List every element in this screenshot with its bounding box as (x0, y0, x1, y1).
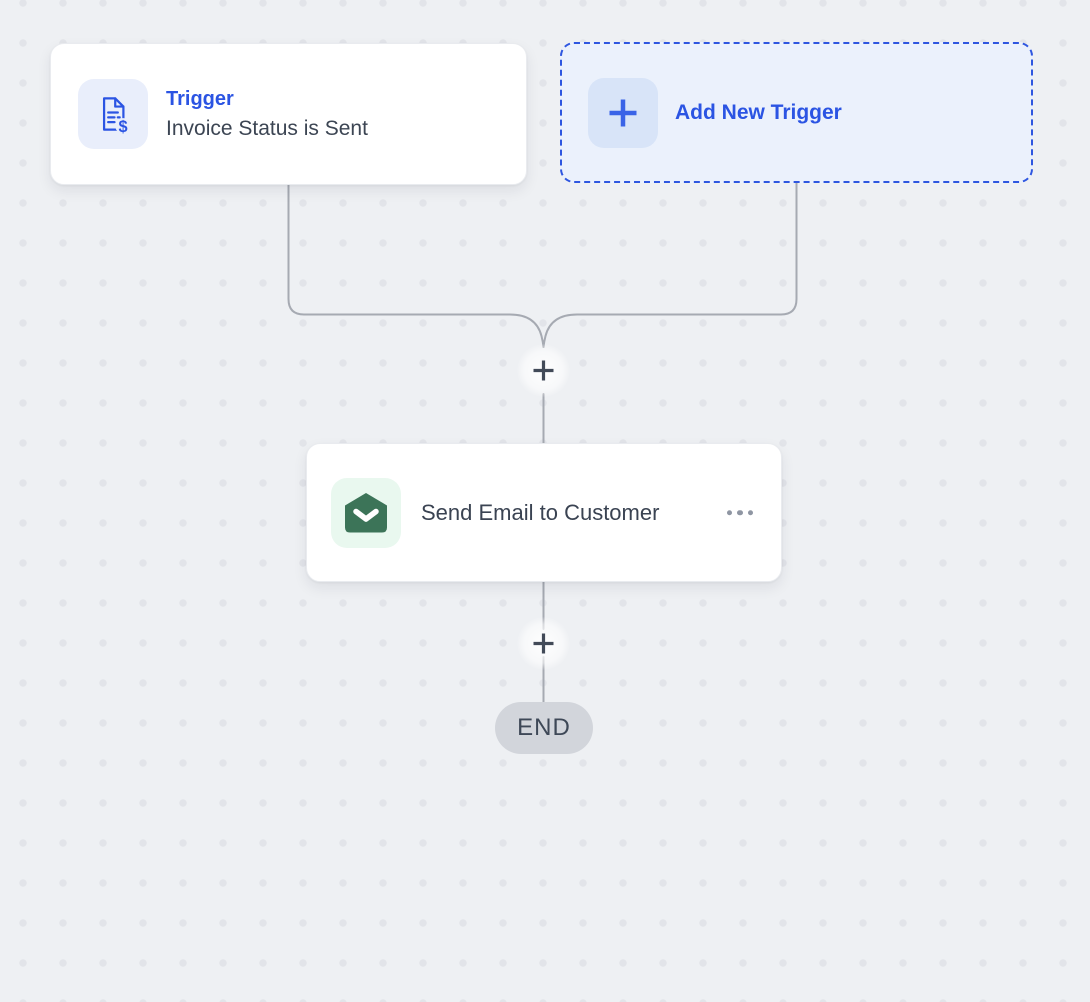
ellipsis-icon (737, 509, 743, 516)
connector-addtrigger-to-merge (542, 182, 798, 348)
action-node-label: Send Email to Customer (421, 499, 660, 525)
trigger-node-title: Trigger (166, 87, 234, 110)
action-icon-container (331, 477, 401, 548)
action-node-menu-button[interactable] (721, 500, 760, 526)
add-new-trigger-button[interactable]: Add New Trigger (560, 42, 1033, 183)
action-node-card[interactable]: Send Email to Customer (306, 443, 782, 582)
invoice-dollar-icon: $ (102, 97, 131, 136)
svg-text:$: $ (118, 118, 127, 136)
trigger-node-card[interactable]: $ Trigger Invoice Status is Sent (50, 43, 527, 185)
add-trigger-icon-container (588, 77, 658, 148)
end-node-label: END (517, 714, 571, 741)
envelope-open-icon (345, 492, 387, 532)
trigger-node-text: Trigger Invoice Status is Sent (166, 88, 368, 140)
add-new-trigger-label: Add New Trigger (675, 100, 842, 124)
plus-icon (533, 633, 554, 654)
plus-icon (609, 99, 637, 126)
connector-trigger-to-merge (287, 184, 545, 348)
plus-icon (533, 360, 554, 381)
trigger-node-subtitle: Invoice Status is Sent (166, 116, 368, 140)
add-step-button-bottom[interactable] (517, 617, 570, 670)
end-node: END (495, 702, 593, 754)
ellipsis-icon (726, 509, 732, 516)
trigger-icon-container: $ (78, 79, 148, 149)
add-step-button-top[interactable] (517, 344, 570, 397)
ellipsis-icon (747, 509, 753, 516)
